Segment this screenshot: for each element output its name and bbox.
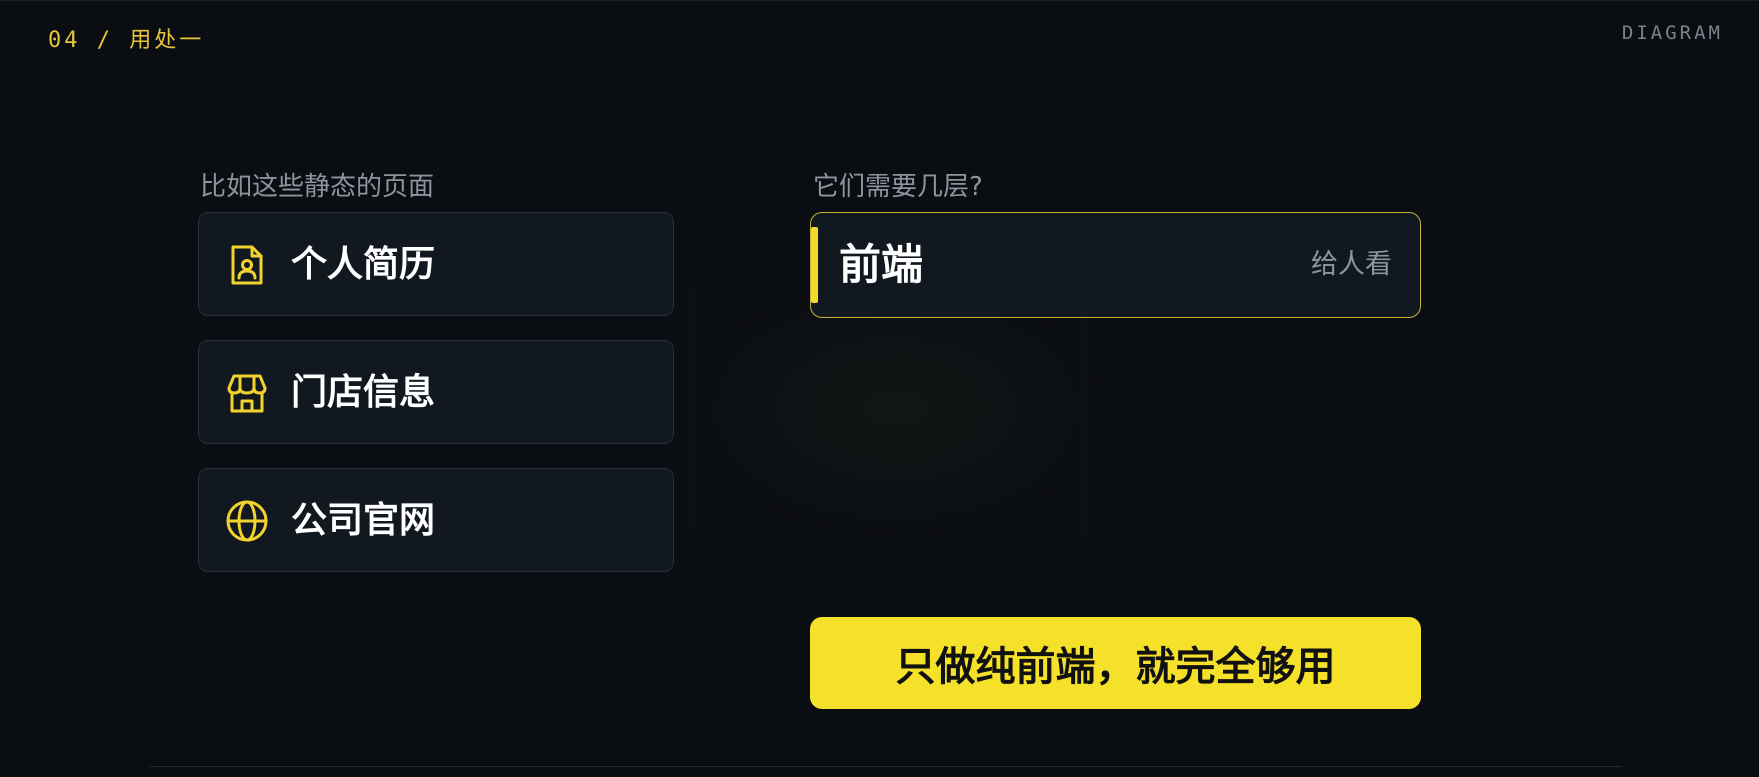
static-page-label: 公司官网: [291, 500, 436, 541]
layer-note: 给人看: [1311, 249, 1392, 280]
static-page-label: 门店信息: [291, 372, 436, 413]
diagram-label: DIAGRAM: [1621, 22, 1723, 44]
resume-file-icon: [225, 243, 269, 287]
static-page-card-resume: 个人简历: [198, 212, 674, 316]
conclusion-banner: 只做纯前端，就完全够用: [810, 617, 1421, 709]
static-page-label: 个人简历: [291, 244, 436, 285]
bottom-divider: [150, 766, 1622, 767]
globe-icon: [225, 499, 269, 543]
page-section-tag: 04 / 用处一: [48, 28, 205, 53]
left-column-heading: 比如这些静态的页面: [200, 172, 435, 202]
static-page-card-website: 公司官网: [198, 468, 674, 572]
static-page-card-store: 门店信息: [198, 340, 674, 444]
layer-title: 前端: [839, 240, 924, 289]
background-grid-line: [688, 150, 689, 630]
layer-accent-bar: [811, 227, 818, 303]
top-divider: [0, 0, 1759, 1]
store-icon: [225, 371, 269, 415]
right-column-heading: 它们需要几层?: [813, 172, 983, 202]
frontend-layer-card: 前端 给人看: [810, 212, 1421, 318]
